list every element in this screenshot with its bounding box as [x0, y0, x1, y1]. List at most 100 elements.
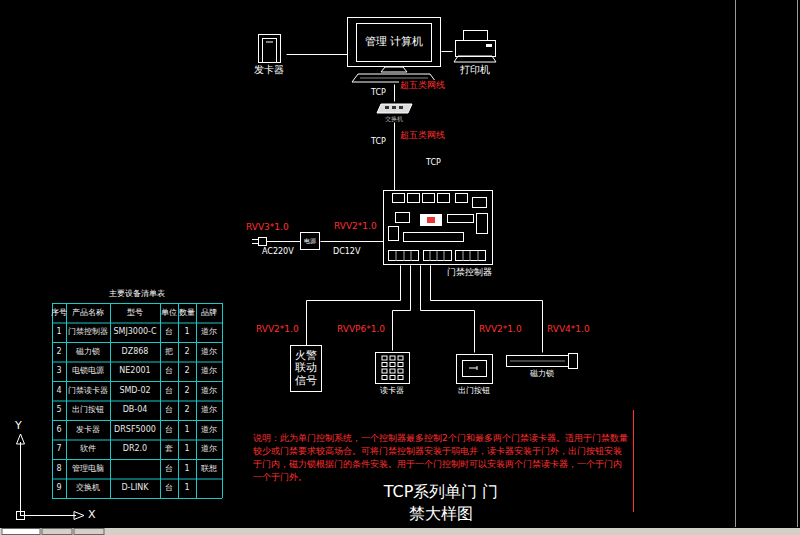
monitor-outline — [348, 18, 441, 67]
keypad-key — [398, 363, 403, 367]
table-cell: 2 — [52, 342, 66, 362]
node-text: 门禁控制器 — [447, 267, 492, 278]
cable — [307, 266, 401, 346]
table-cell: 6 — [52, 420, 66, 440]
card-issuer-slot — [263, 39, 277, 63]
terminal-block — [423, 194, 435, 203]
switch-icon — [377, 104, 412, 113]
frame-line — [797, 0, 798, 527]
keyboard-keys — [360, 78, 428, 79]
switch-port — [392, 106, 396, 109]
table-cell: 1 — [178, 440, 196, 460]
keypad-key — [382, 363, 387, 367]
monitor-screen — [357, 24, 432, 62]
table-cell: 软件 — [66, 440, 110, 460]
terminal-block — [456, 194, 468, 203]
table-cell: 管理电脑 — [66, 459, 110, 479]
node-text: 电源 — [304, 237, 316, 244]
table-cell: 台 — [160, 323, 178, 343]
printer-tray — [454, 56, 496, 62]
table-cell: 7 — [52, 440, 66, 460]
printer-button — [486, 44, 492, 47]
switch-port — [385, 106, 389, 109]
keypad-key — [390, 363, 395, 367]
plug-icon — [259, 238, 267, 246]
plug-prongs — [252, 240, 258, 244]
magnetic-lock: 磁力锁 — [504, 352, 580, 379]
table-header: 产品名称 — [66, 303, 110, 323]
keypad-key — [390, 376, 395, 380]
table-cell: 门禁控制器 — [66, 323, 110, 343]
table-cell: 套 — [160, 440, 178, 460]
axis-label: Y — [15, 419, 22, 432]
table-cell: 道尔 — [196, 362, 222, 382]
table-cell: 1 — [178, 420, 196, 440]
fire-alarm-link-box: 火警联动信号 — [290, 345, 322, 392]
chip — [396, 213, 410, 223]
table-cell: 1 — [178, 459, 196, 479]
cable-spec: RVV3*1.0 — [246, 222, 289, 233]
keypad-key — [398, 369, 403, 373]
relay — [477, 214, 488, 234]
y-arrow — [17, 434, 25, 444]
exit-button-plate — [463, 361, 487, 377]
table-cell: 道尔 — [196, 342, 222, 362]
exit-button-key — [469, 366, 477, 370]
printer-paper — [464, 31, 488, 41]
table-cell: 发卡器 — [66, 420, 110, 440]
table-cell: 1 — [52, 323, 66, 343]
table-cell: 出门按钮 — [66, 401, 110, 421]
monitor-stand — [381, 67, 407, 72]
tab-bar — [0, 528, 800, 535]
keypad-key — [390, 369, 395, 373]
table-cell: 1 — [178, 479, 196, 499]
table-cell: 台 — [160, 479, 178, 499]
cable — [394, 85, 395, 102]
table-cell: NE2001 — [110, 362, 160, 382]
switch-port — [399, 106, 403, 109]
cable-spec: RVV2*1.0 — [255, 324, 300, 335]
table-cell: DRSF5000 — [110, 420, 160, 440]
table-cell: DZ868 — [110, 342, 160, 362]
table-cell: 台 — [160, 420, 178, 440]
maglock-seam — [510, 361, 565, 362]
table-cell: 2 — [178, 342, 196, 362]
table-cell: D-LINK — [110, 479, 160, 499]
frame-line — [735, 0, 736, 527]
table-cell: 8 — [52, 459, 66, 479]
cable-spec: RVV4*1.0 — [546, 324, 591, 335]
table-cell: 台 — [160, 381, 178, 401]
protocol-label: TCP — [426, 158, 441, 168]
table-cell: 1 — [178, 323, 196, 343]
table-rule — [222, 303, 223, 498]
exit-button: 出门按钮 — [454, 352, 494, 396]
y-axis — [20, 442, 21, 515]
printer: 打印机 — [452, 28, 498, 76]
table-cell: 磁力锁 — [66, 342, 110, 362]
logo — [427, 217, 435, 223]
cable-spec: 超五类网线 — [399, 130, 446, 141]
table-cell: 2 — [178, 362, 196, 382]
network-switch: 交换机 — [376, 101, 412, 122]
table-grid — [52, 303, 223, 499]
table-header: 型号 — [110, 303, 160, 323]
table-cell: SMJ3000-C — [110, 323, 160, 343]
note-text: 说明：此为单门控制系统，一个控制器最多控制2个门和最多两个门禁读卡器。适用于门禁… — [253, 432, 628, 484]
keypad-key — [382, 376, 387, 380]
table-cell: 道尔 — [196, 440, 222, 460]
table-cell: 台 — [160, 362, 178, 382]
connector — [389, 227, 399, 241]
tab — [74, 529, 104, 535]
table-rule — [160, 303, 161, 498]
table-header: 品牌 — [196, 303, 222, 323]
table-rule — [196, 303, 197, 498]
table-header: 数量 — [178, 303, 196, 323]
x-arrow — [74, 512, 84, 520]
node-text: 出门按钮 — [458, 386, 490, 396]
voltage-label: DC12V — [333, 247, 360, 257]
keypad-key — [398, 376, 403, 380]
printer-body — [456, 41, 496, 57]
table-cell: 4 — [52, 381, 66, 401]
card-reader: 读卡器 — [372, 350, 412, 396]
table-cell: 道尔 — [196, 323, 222, 343]
